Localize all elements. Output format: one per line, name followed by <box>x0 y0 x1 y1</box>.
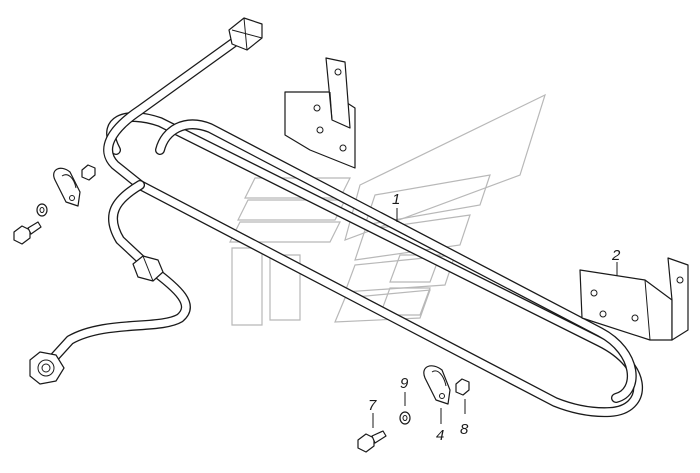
upper-feed-line <box>103 33 245 190</box>
callout-2: 2 <box>611 247 621 264</box>
lower-branch-tube <box>45 180 191 367</box>
left-washer <box>36 203 48 217</box>
left-nut <box>81 164 96 181</box>
left-clamp <box>53 167 81 207</box>
lower-nut <box>455 378 470 396</box>
callout-1: 1 <box>392 191 400 208</box>
loop-tube <box>106 112 643 418</box>
callout-8: 8 <box>460 421 469 438</box>
upper-bracket <box>284 57 356 169</box>
callout-9: 9 <box>400 375 409 392</box>
top-fitting-nut <box>228 17 263 51</box>
callout-4: 4 <box>436 427 444 444</box>
right-bracket <box>579 257 689 341</box>
callout-7: 7 <box>368 397 377 414</box>
lower-washer <box>399 411 411 425</box>
lower-bolt <box>357 430 387 453</box>
lower-clamp <box>423 365 451 405</box>
bottom-fitting-nut <box>29 351 65 385</box>
middle-fitting-nut <box>132 255 164 282</box>
left-bolt <box>13 221 42 245</box>
